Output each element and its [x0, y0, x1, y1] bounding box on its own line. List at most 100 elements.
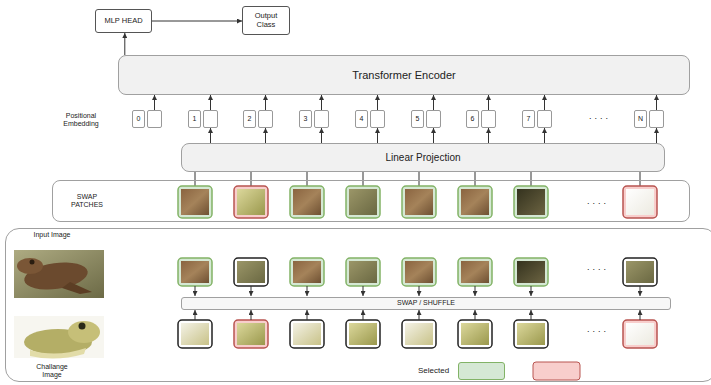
patch [461, 323, 489, 345]
patch-frame [623, 186, 657, 218]
swap-patches [178, 186, 657, 218]
patch [349, 261, 377, 283]
embedding-cell [147, 110, 162, 128]
patch-frame [514, 320, 548, 348]
arrow-connector [433, 95, 434, 110]
box-label: SWAP PATCHES [61, 193, 113, 209]
frog-leg [62, 282, 92, 294]
position-index: 4 [355, 110, 368, 128]
patch-frame [402, 186, 436, 218]
patch-frame [458, 258, 492, 286]
patch-frame [514, 186, 548, 218]
arrow [195, 310, 196, 320]
patch-frame [234, 186, 268, 218]
patch-line [251, 172, 252, 186]
token-box: 6 [466, 110, 496, 128]
label-holder: .... [578, 196, 618, 206]
patch-frame [458, 186, 492, 218]
frog-belly [30, 348, 86, 359]
patch-frame [346, 320, 380, 348]
patch [349, 189, 377, 215]
arrow-connector [377, 128, 378, 143]
patch [626, 261, 654, 283]
label-holder: .... [580, 111, 620, 121]
arrow-connector [656, 95, 657, 110]
arrow [363, 286, 364, 296]
arrow-connector [265, 95, 266, 110]
arrow [363, 310, 364, 320]
arrow [475, 310, 476, 320]
legend-swatch [533, 362, 580, 380]
shuffle-bar: SWAP / SHUFFLE [181, 297, 671, 310]
arrow-connector [488, 95, 489, 110]
frog-eye [79, 323, 86, 330]
patch [349, 323, 377, 345]
arrow-connector [210, 128, 211, 143]
position-index: 5 [411, 110, 424, 128]
label-holder: .... [578, 324, 618, 334]
box-label: Output Class [249, 12, 283, 29]
patch [237, 189, 265, 215]
arrow-connector [377, 95, 378, 110]
patch-frame [402, 258, 436, 286]
patch-frame [234, 320, 268, 348]
patch-frame [346, 186, 380, 218]
patch [293, 261, 321, 283]
token-box: 0 [132, 110, 162, 128]
arrow-connector [154, 95, 155, 110]
arrow-connector [152, 21, 242, 22]
embedding-cell [203, 110, 218, 128]
token-box: 7 [522, 110, 552, 128]
box-label: Transformer Encoder [352, 69, 456, 82]
patch-line [363, 172, 364, 186]
patch [517, 261, 545, 283]
patch [405, 261, 433, 283]
position-index: N [634, 110, 647, 128]
image-ground [14, 250, 104, 298]
patch [461, 261, 489, 283]
patch-frame [623, 320, 657, 348]
arrow [307, 310, 308, 320]
box-label: Linear Projection [385, 152, 460, 164]
challenge-image [14, 316, 104, 359]
image-ground [14, 316, 104, 358]
arrow [531, 310, 532, 320]
token-box: 3 [299, 110, 329, 128]
frog-head [17, 258, 43, 274]
position-index: 0 [132, 110, 145, 128]
patch [181, 261, 209, 283]
patch-line [307, 172, 308, 186]
patch-frame [623, 258, 657, 286]
legend-label: Selected [418, 366, 449, 375]
label-holder: Positional Embedding [56, 112, 106, 128]
patch [237, 323, 265, 345]
image-label: Input Image [26, 231, 78, 239]
block-box: Linear Projection [181, 143, 665, 172]
patch-frame [290, 186, 324, 218]
patch-frame [178, 320, 212, 348]
arrow [475, 286, 476, 296]
embedding-cell [649, 110, 664, 128]
ellipsis: .... [578, 196, 618, 206]
arrow [307, 286, 308, 296]
ellipsis: .... [578, 262, 618, 272]
frog-head [68, 321, 100, 343]
patch-frame [234, 258, 268, 286]
token-box: N [634, 110, 664, 128]
patch [517, 323, 545, 345]
process-box: MLP HEAD [95, 9, 152, 33]
patch [517, 189, 545, 215]
patch-frame [178, 186, 212, 218]
patch-line [195, 172, 196, 186]
arrow-connector [433, 128, 434, 143]
box-label: SWAP / SHUFFLE [397, 299, 455, 307]
arrow [531, 286, 532, 296]
arrow-connector [544, 95, 545, 110]
token-box: 4 [355, 110, 385, 128]
ellipsis: .... [578, 324, 618, 334]
arrow-connector [321, 128, 322, 143]
position-index: 7 [522, 110, 535, 128]
embedding-cell [481, 110, 496, 128]
position-index: 3 [299, 110, 312, 128]
arrow [640, 286, 641, 296]
